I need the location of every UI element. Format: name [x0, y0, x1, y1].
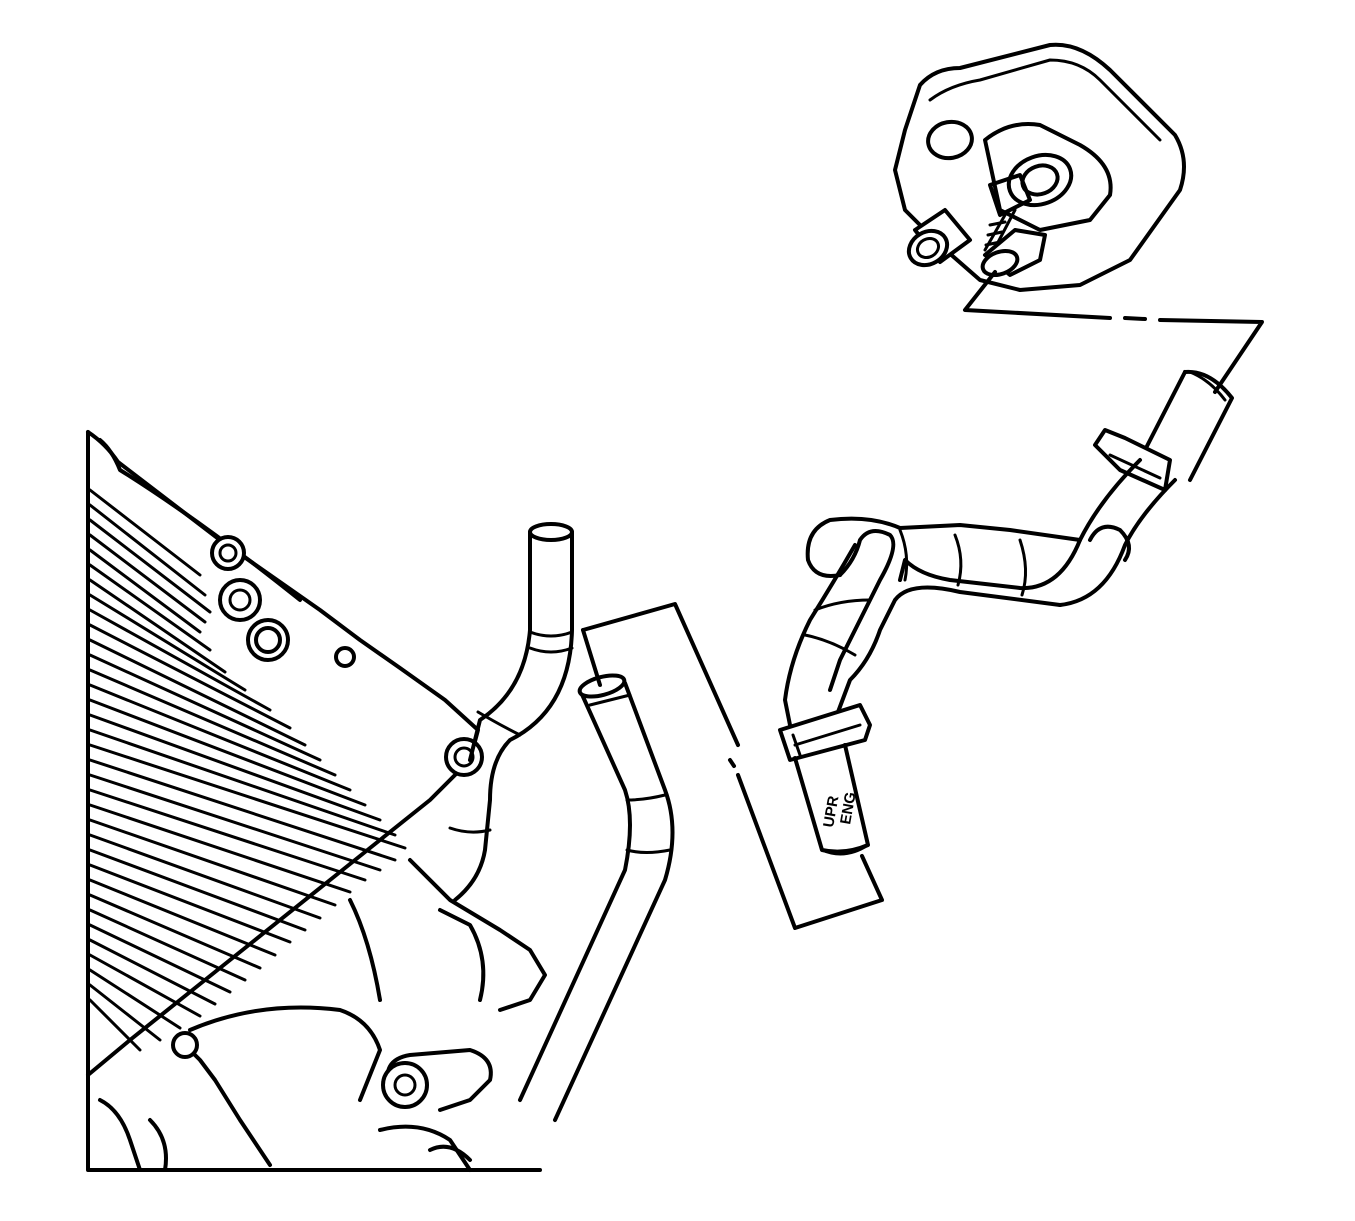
upper-coolant-hose: ENG UPR [778, 369, 1234, 856]
leader-line [963, 270, 1264, 394]
bolt-icon [444, 737, 484, 777]
hose-marking-eng: ENG [837, 791, 859, 826]
radiator-assembly [86, 430, 547, 1172]
radiator-hose [518, 673, 675, 1122]
radiator-fins [88, 488, 407, 1052]
bolt-icon [381, 1061, 429, 1109]
bolt-icon [246, 618, 290, 662]
coolant-outlet-housing [893, 42, 1186, 292]
bolt-icon [171, 1031, 199, 1059]
radiator-outlet-pipe [448, 522, 574, 902]
alignment-callout [581, 602, 884, 930]
hose-marking-upr: UPR [820, 794, 842, 828]
bolt-icon [210, 535, 246, 571]
bolt-icon [218, 578, 262, 622]
bolt-icon [334, 646, 356, 668]
